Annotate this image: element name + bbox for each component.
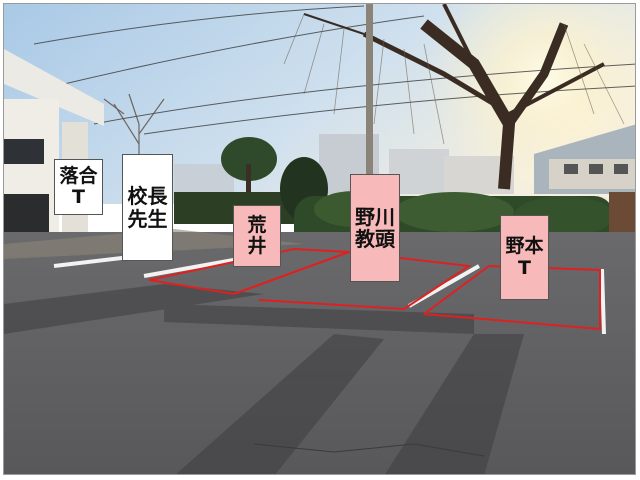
big-tree (283, 4, 625, 190)
parking-lot-photo: 落合 T 校長 先生 荒 井 野川 教頭 野本 T (3, 3, 636, 475)
label-arai: 荒 井 (233, 205, 281, 267)
label-kocho-text: 校長 先生 (127, 184, 168, 231)
small-tree (221, 137, 277, 181)
label-kocho: 校長 先生 (122, 154, 173, 261)
road-crack (253, 443, 485, 457)
label-arai-text: 荒 井 (247, 213, 267, 257)
label-ochiai: 落合 T (54, 159, 103, 215)
utility-pole (366, 4, 373, 194)
shadows (4, 284, 524, 474)
label-nogawa-text: 野川 教頭 (355, 204, 395, 251)
label-nomoto-text: 野本 T (505, 235, 544, 279)
label-nomoto: 野本 T (500, 215, 549, 300)
bare-tree-left (103, 93, 165, 179)
label-ochiai-text: 落合 T (59, 164, 98, 208)
parking-lot-scene (4, 4, 635, 474)
label-nogawa: 野川 教頭 (350, 174, 400, 282)
